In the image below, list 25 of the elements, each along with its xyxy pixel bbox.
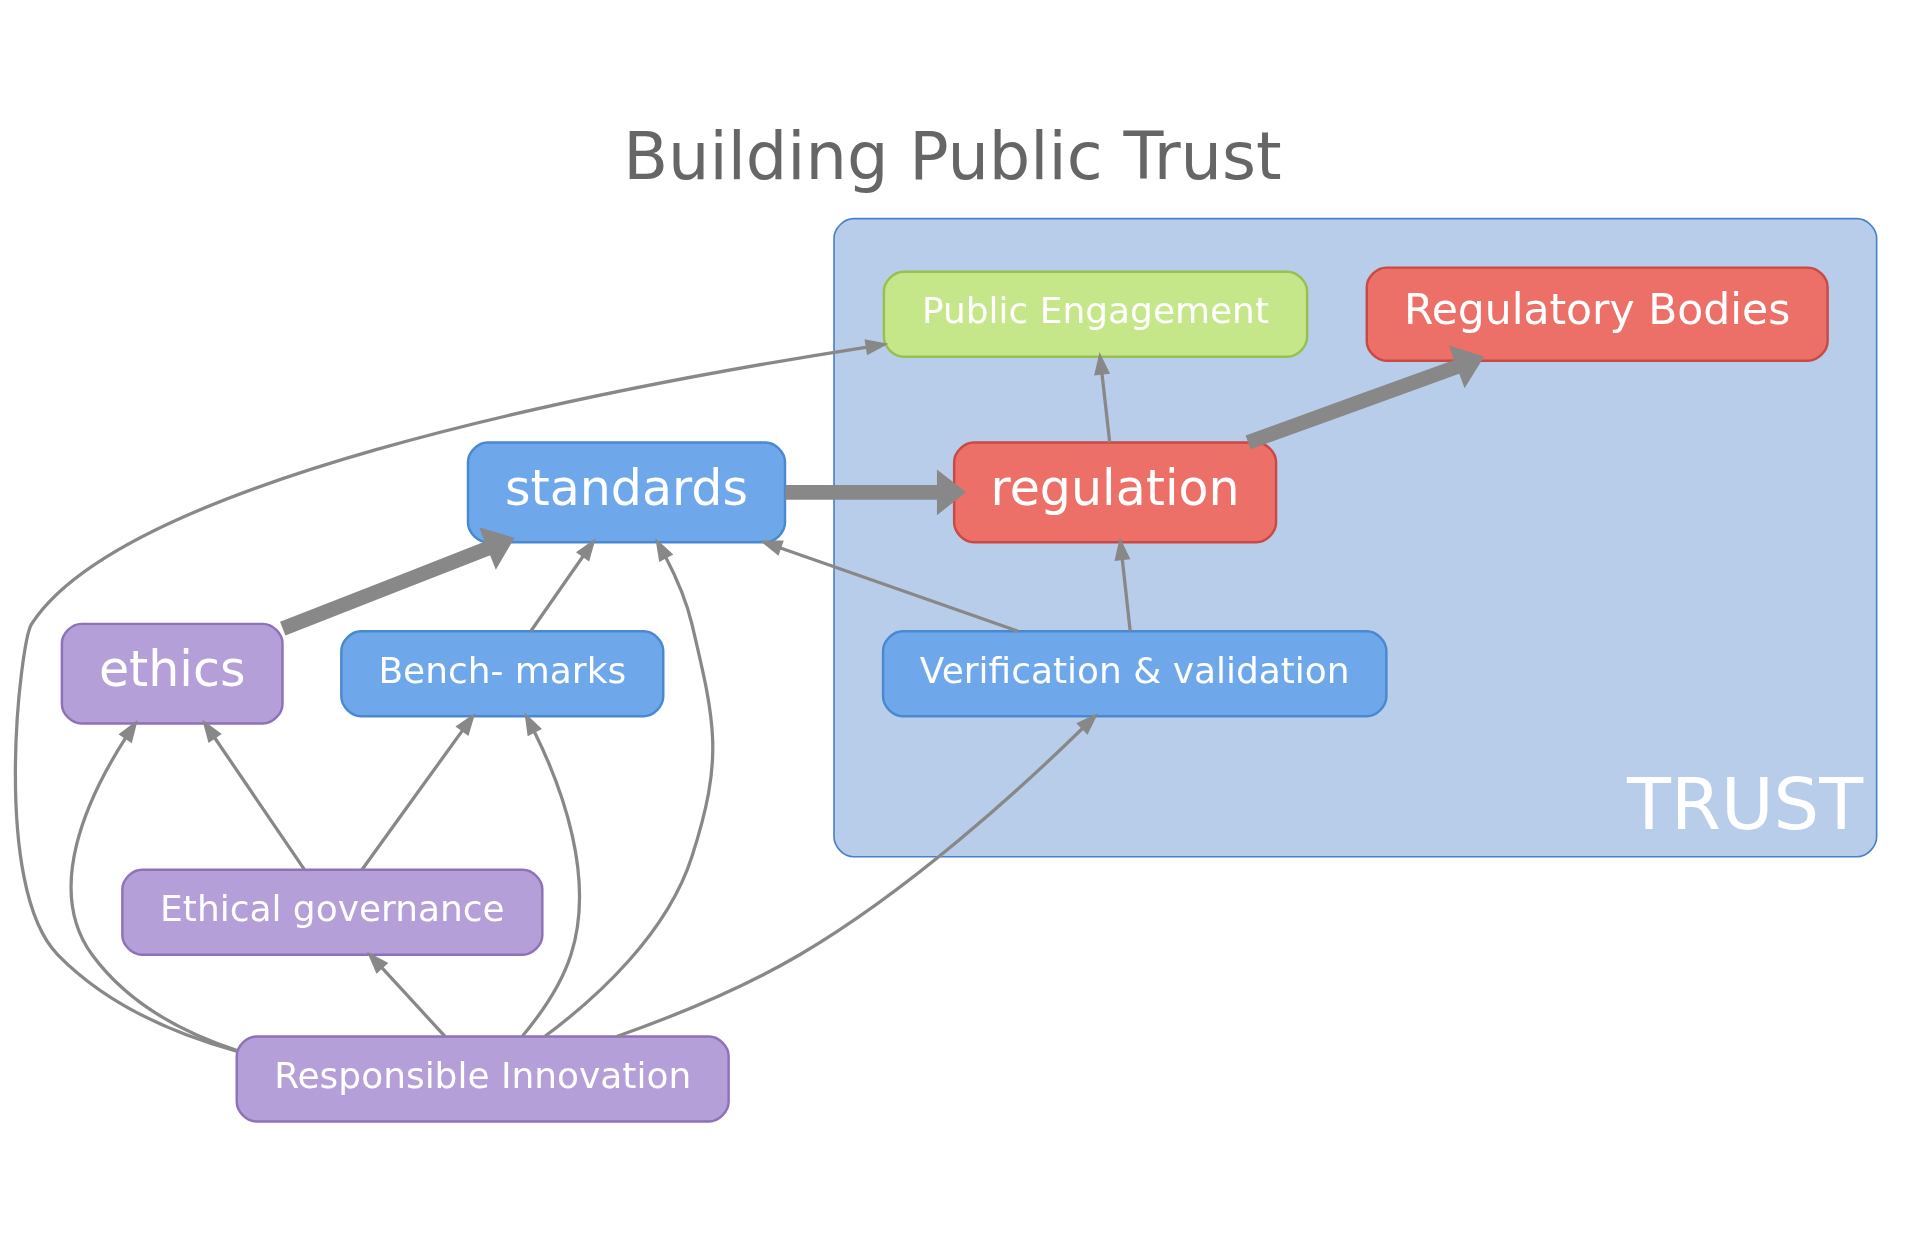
arrow bbox=[366, 951, 446, 1037]
arrow bbox=[616, 712, 1099, 1038]
arrow bbox=[360, 712, 476, 871]
arrow bbox=[202, 719, 306, 871]
node-box: Responsible Innovation bbox=[235, 1034, 730, 1123]
arrow bbox=[280, 526, 515, 636]
node-box: Ethical governance bbox=[121, 868, 544, 956]
arrow bbox=[13, 338, 889, 1053]
arrow bbox=[529, 537, 596, 632]
arrow bbox=[69, 719, 237, 1052]
arrow bbox=[1245, 344, 1485, 449]
node-box: regulation bbox=[952, 440, 1278, 543]
diagram-title: Building Public Trust bbox=[623, 117, 1282, 194]
node-box: Public Engagement bbox=[882, 269, 1309, 358]
node-box: Regulatory Bodies bbox=[1365, 265, 1829, 362]
node-box: standards bbox=[466, 440, 787, 543]
arrow bbox=[544, 537, 715, 1038]
arrow bbox=[785, 468, 966, 515]
node-box: Verification & validation bbox=[881, 629, 1388, 717]
arrow bbox=[1094, 351, 1112, 443]
arrow bbox=[759, 540, 1019, 633]
arrow bbox=[521, 711, 582, 1037]
arrow bbox=[1114, 536, 1132, 631]
node-box: Bench- marks bbox=[340, 629, 665, 717]
node-box: ethics bbox=[60, 622, 284, 725]
